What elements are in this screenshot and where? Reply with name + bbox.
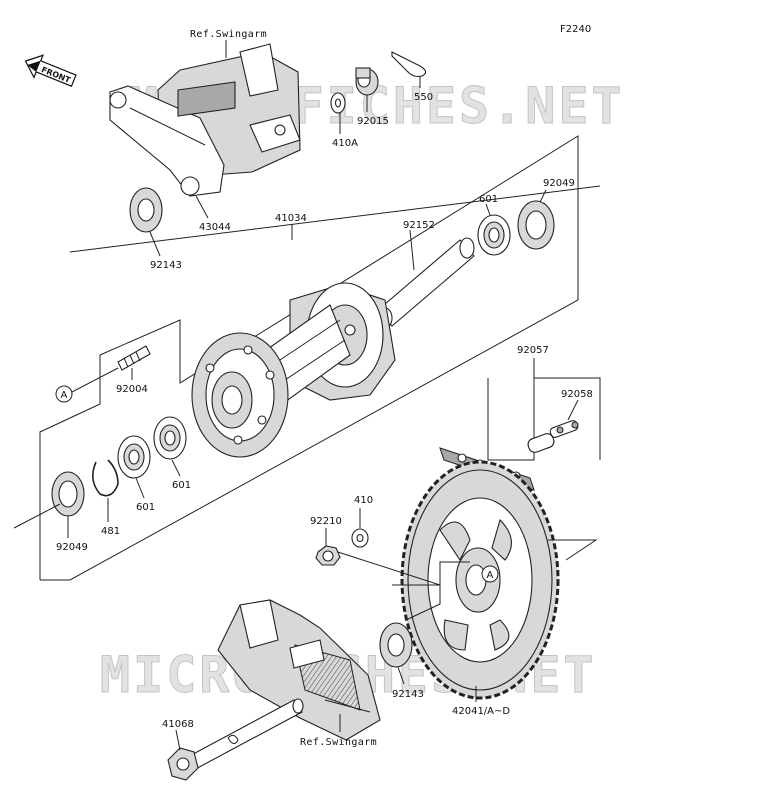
label-410: 410 [354, 495, 373, 506]
bearing-601-low [117, 435, 151, 479]
label-92210: 92210 [310, 516, 342, 527]
label-41034: 41034 [275, 213, 307, 224]
label-550: 550 [414, 92, 433, 103]
callout-a-left-letter: A [61, 390, 68, 401]
label-92143-bottom: 92143 [392, 689, 424, 700]
label-92015: 92015 [357, 116, 389, 127]
label-92049-right: 92049 [543, 178, 575, 189]
label-ref-swingarm-top: Ref.Swingarm [190, 29, 267, 40]
label-42041: 42041/A~D [452, 706, 510, 717]
label-92058: 92058 [561, 389, 593, 400]
callout-a-left [55, 385, 73, 403]
label-92057: 92057 [517, 345, 549, 356]
label-43044: 43044 [199, 222, 231, 233]
swingarm-bracket-top [109, 43, 301, 197]
rear-sprocket-42041 [400, 460, 560, 700]
nut-92210 [315, 545, 341, 566]
label-601-right: 601 [479, 194, 498, 205]
seal-92049-left [51, 471, 85, 517]
label-601-low: 601 [136, 502, 155, 513]
label-481: 481 [101, 526, 120, 537]
bearing-601-mid [153, 416, 187, 460]
nut-92015 [355, 67, 379, 96]
master-link-92058 [527, 420, 579, 453]
washer-410a [330, 92, 346, 114]
washer-410 [351, 528, 369, 548]
collar-92143-bottom [379, 622, 413, 668]
cotter-pin-550 [391, 51, 427, 78]
label-92049-left: 92049 [56, 542, 88, 553]
seal-92049-right [517, 200, 555, 250]
label-601-mid: 601 [172, 480, 191, 491]
rear-hub-41034 [191, 282, 396, 458]
leader-lines [67, 40, 579, 751]
stud-92004 [117, 345, 151, 371]
label-ref-swingarm-bottom: Ref.Swingarm [300, 737, 377, 748]
swingarm-bracket-bottom [217, 599, 381, 741]
label-41068: 41068 [162, 719, 194, 730]
diagram-code: F2240 [560, 24, 591, 35]
axle-41068 [167, 698, 304, 781]
label-92143-top: 92143 [150, 260, 182, 271]
circlip-481 [92, 459, 119, 497]
chain-frame [487, 377, 601, 461]
label-92152: 92152 [403, 220, 435, 231]
label-92004: 92004 [116, 384, 148, 395]
axle-line-top [69, 185, 601, 253]
front-arrow-icon: FRONT [24, 54, 77, 87]
callout-a-right [481, 565, 499, 583]
label-410a: 410A [332, 138, 358, 149]
callout-a-right-letter: A [487, 570, 494, 581]
collar-92143-top [129, 187, 163, 233]
bearing-601-right [477, 214, 511, 256]
